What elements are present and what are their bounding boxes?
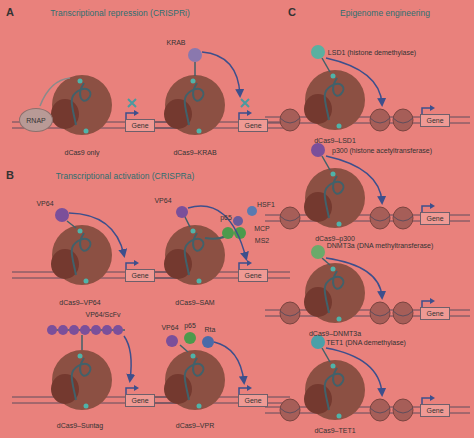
dcas9 (12, 75, 177, 135)
text-label: VP64 (161, 324, 178, 331)
panel-title: Transcriptional activation (CRISPRa) (56, 172, 195, 181)
gene-box: Gene (420, 212, 450, 225)
tether (194, 62, 196, 76)
text-label: VP64 (154, 197, 171, 204)
effect-arrow (202, 52, 240, 95)
text-label: HSF1 (257, 201, 275, 208)
vp64-domain (91, 325, 101, 335)
gene-box: Gene (125, 394, 155, 407)
node-text: Gene (426, 310, 443, 317)
text-label: dCas9–p300 (315, 235, 355, 242)
rta-domain (202, 336, 214, 348)
effect-arrow (124, 336, 131, 380)
vp64-domain (113, 325, 123, 335)
dcas9 (125, 225, 290, 285)
text-label: Rta (205, 326, 216, 333)
block-mark (241, 99, 249, 107)
vp64-domain (55, 208, 69, 222)
node-text: RNAP (26, 117, 45, 124)
gene-box: Gene (420, 307, 450, 320)
hsf1-domain (247, 206, 257, 216)
text-label: dCas9–DNMT3a (309, 330, 361, 337)
epigenome-scene (265, 245, 470, 324)
dcas9 (12, 350, 177, 410)
text-label: TET1 (DNA demethylase) (326, 339, 406, 346)
gene-box: Gene (125, 269, 155, 282)
text-label: dCas9 only (64, 149, 99, 156)
gene-box: Gene (420, 404, 450, 417)
epigenome-scene (265, 143, 470, 229)
gene-box: Gene (420, 114, 450, 127)
vp64-domain (58, 325, 68, 335)
panel-letter: B (6, 170, 14, 181)
p65-domain (233, 216, 243, 226)
dcas9 (125, 75, 290, 135)
node-text: Gene (426, 215, 443, 222)
node-text: Gene (426, 117, 443, 124)
mcp-protein (222, 227, 234, 239)
rnap-blob: RNAP (19, 108, 53, 132)
node-text: Gene (131, 272, 148, 279)
node-text: Gene (131, 397, 148, 404)
text-label: dCas9–VPR (176, 422, 215, 429)
blocked-arrow (40, 78, 70, 106)
dcas9 (12, 225, 177, 285)
tether (67, 221, 76, 228)
vp64-domain (80, 325, 90, 335)
tether (81, 335, 83, 350)
gene-box: Gene (238, 269, 268, 282)
gene-box: Gene (238, 394, 268, 407)
text-label: p65 (220, 214, 232, 221)
gene-box: Gene (238, 119, 268, 132)
text-label: dCas9–Suntag (57, 422, 103, 429)
vp64-domain (69, 325, 79, 335)
panel-title: Transcriptional repression (CRISPRi) (50, 9, 190, 18)
ms2-loop (205, 236, 226, 239)
epigenome-scene (265, 45, 470, 131)
node-text: Gene (244, 122, 261, 129)
krab-domain (188, 48, 202, 62)
node-text: Gene (131, 122, 148, 129)
dcas9 (125, 350, 290, 410)
effect-arrow (214, 342, 244, 382)
text-label: dCas9–SAM (175, 299, 214, 306)
text-label: VP64 (36, 200, 53, 207)
panel-letter: C (288, 7, 296, 18)
text-label: dCas9–TET1 (314, 427, 355, 434)
text-label: p65 (184, 322, 196, 329)
text-label: dCas9–VP64 (59, 299, 100, 306)
vp64-domain (166, 335, 178, 347)
panel-letter: A (6, 7, 14, 18)
tether (185, 217, 190, 227)
text-label: DNMT3a (DNA methyltransferase) (327, 242, 434, 249)
panel-title: Epigenome engineering (340, 9, 430, 18)
text-label: LSD1 (histone demethylase) (328, 49, 416, 56)
node-text: Gene (244, 397, 261, 404)
gene-box: Gene (125, 119, 155, 132)
p65-domain (184, 332, 196, 344)
vp64-domain (102, 325, 112, 335)
epigenome-scene (265, 335, 470, 421)
text-label: MCP (254, 225, 270, 232)
text-label: VP64/ScFv (85, 311, 120, 318)
text-label: dCas9–KRAB (173, 149, 216, 156)
node-text: Gene (244, 272, 261, 279)
node-text: Gene (426, 407, 443, 414)
vp64-domain (47, 325, 57, 335)
text-label: p300 (histone acetyltransferase) (332, 147, 432, 154)
text-label: MS2 (255, 237, 269, 244)
tether (180, 345, 188, 352)
mcp-protein (234, 227, 246, 239)
text-label: KRAB (166, 39, 185, 46)
text-label: dCas9–LSD1 (314, 137, 356, 144)
block-mark (128, 99, 136, 107)
vp64-domain (176, 206, 188, 218)
effect-arrow (69, 213, 124, 255)
effect-arrow (188, 206, 246, 258)
